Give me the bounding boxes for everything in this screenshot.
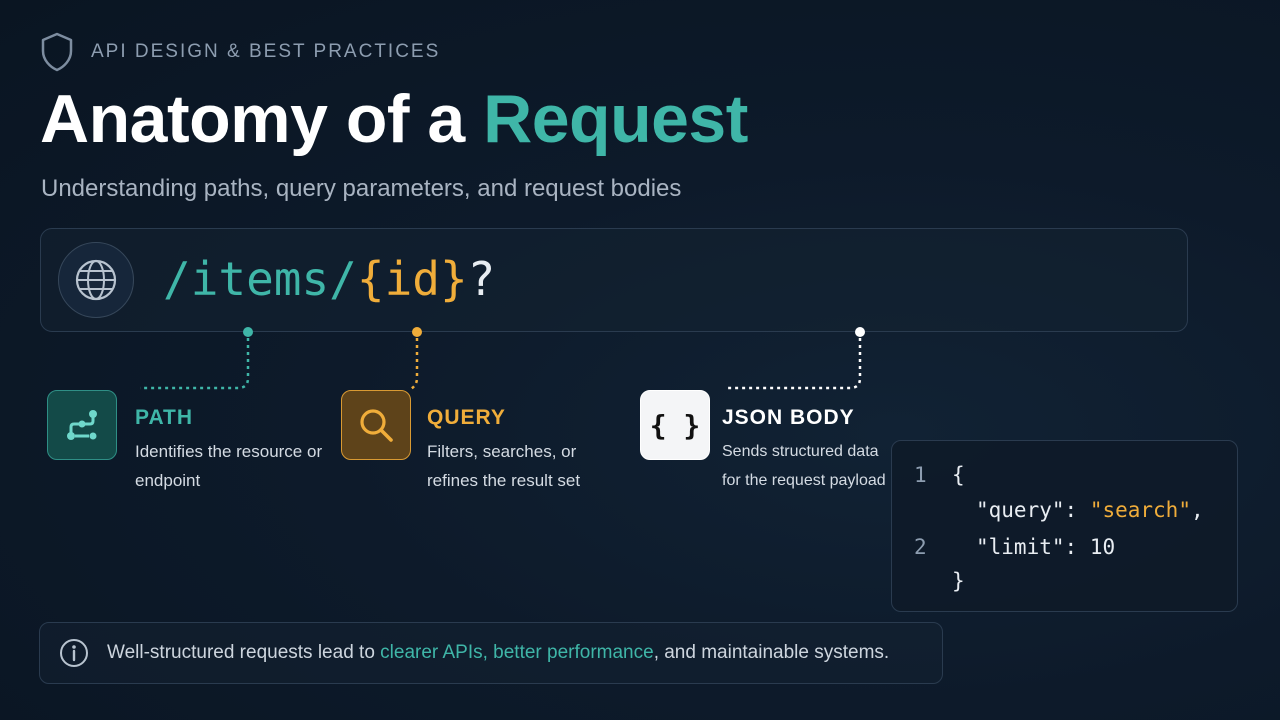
body-connector [728, 327, 865, 390]
json-body-title: JSON BODY [722, 406, 855, 429]
route-icon [47, 390, 117, 460]
path-title: PATH [135, 406, 194, 429]
eyebrow-label: API DESIGN & BEST PRACTICES [91, 41, 441, 62]
json-code-block: 1 2 { "query": "search", "limit": 10 } [891, 440, 1238, 612]
info-icon [60, 639, 88, 667]
code-value: 10 [1089, 535, 1116, 559]
line-number: 2 [914, 535, 927, 559]
url-query-mark: ? [467, 252, 496, 306]
info-note [39, 622, 943, 684]
code-line-limit: "limit": 10 [976, 535, 1115, 559]
path-description: Identifies the resource or endpoint [135, 442, 323, 490]
query-title: QUERY [427, 406, 506, 429]
query-connector [408, 327, 422, 392]
note-text: Well-structured requests lead to clearer… [107, 642, 889, 664]
url-text: /items/{id}? [163, 252, 495, 306]
subtitle: Understanding paths, query parameters, a… [41, 175, 682, 202]
path-connector [140, 327, 253, 390]
code-comma: , [1190, 498, 1204, 522]
shield-icon [41, 32, 73, 72]
url-path: /items/ [163, 252, 357, 306]
braces-glyph: { } [649, 408, 701, 442]
note-highlight: clearer APIs, better performance [380, 642, 654, 663]
search-icon [341, 390, 411, 460]
note-after: , and maintainable systems. [653, 642, 890, 663]
url-param: {id} [356, 252, 468, 306]
page-title: Anatomy of a Request [40, 80, 748, 158]
code-colon: : [1064, 498, 1090, 522]
globe-icon [58, 242, 134, 318]
code-close-brace: } [952, 569, 965, 593]
title-accent: Request [483, 81, 748, 157]
code-line-query: "query": "search", [976, 498, 1204, 522]
code-colon: : [1064, 535, 1090, 559]
code-key: "query" [976, 498, 1065, 522]
note-before: Well-structured requests lead to [107, 642, 381, 663]
line-number: 1 [914, 463, 927, 487]
braces-icon: { } [640, 390, 710, 460]
json-body-description: Sends structured data for the request pa… [722, 443, 886, 489]
code-value: "search" [1089, 498, 1191, 522]
code-key: "limit" [976, 535, 1065, 559]
url-bar [40, 228, 1188, 332]
code-open-brace: { [952, 463, 965, 487]
title-main: Anatomy of a [40, 81, 484, 157]
query-description: Filters, searches, or refines the result… [427, 442, 581, 490]
